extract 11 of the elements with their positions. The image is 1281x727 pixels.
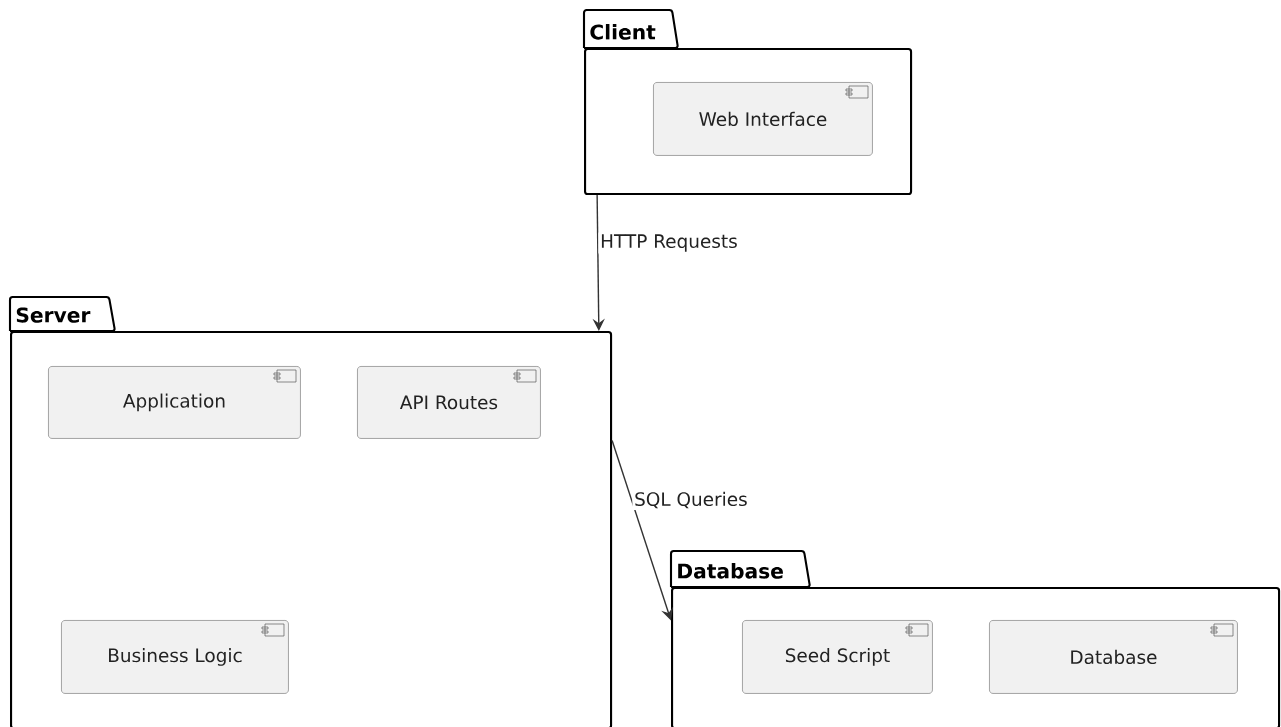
- component-box: Application: [48, 366, 301, 439]
- component-box: Seed Script: [742, 620, 933, 694]
- component-box: Business Logic: [61, 620, 289, 694]
- component-box: Web Interface: [653, 82, 873, 156]
- component-box: API Routes: [357, 366, 541, 439]
- node-label: Database: [678, 563, 783, 579]
- node-label: Server: [16, 307, 91, 323]
- node-label: Client: [590, 24, 656, 40]
- edge-label: SQL Queries: [632, 490, 750, 510]
- component-box: Database: [989, 620, 1238, 694]
- edge-label: HTTP Requests: [598, 232, 740, 254]
